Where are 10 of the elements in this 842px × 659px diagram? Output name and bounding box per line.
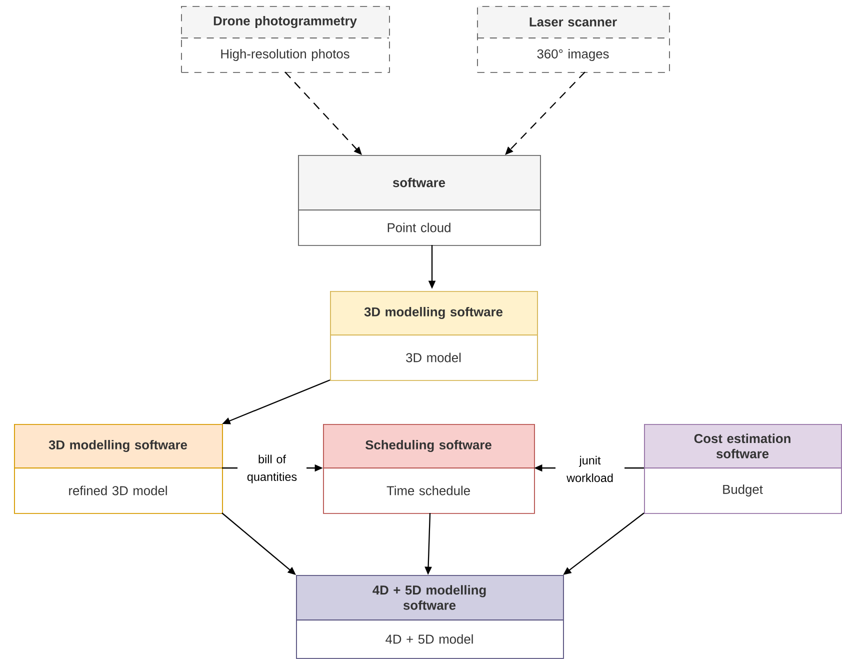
process-box: software Point cloud bbox=[298, 155, 541, 246]
process-box: Drone photogrammetry High-resolution photos bbox=[180, 6, 390, 73]
process-box: Cost estimation software Budget bbox=[644, 424, 842, 514]
edge-label: junit workload bbox=[556, 454, 625, 484]
process-box: Laser scanner 360° images bbox=[476, 6, 670, 73]
process-box: 3D modelling software refined 3D model bbox=[14, 424, 223, 514]
edge-label: bill of quantities bbox=[238, 454, 306, 484]
process-box: 4D + 5D modelling software 4D + 5D model bbox=[296, 575, 564, 659]
process-box: Scheduling software Time schedule bbox=[322, 424, 535, 514]
process-box: 3D modelling software 3D model bbox=[330, 291, 538, 381]
